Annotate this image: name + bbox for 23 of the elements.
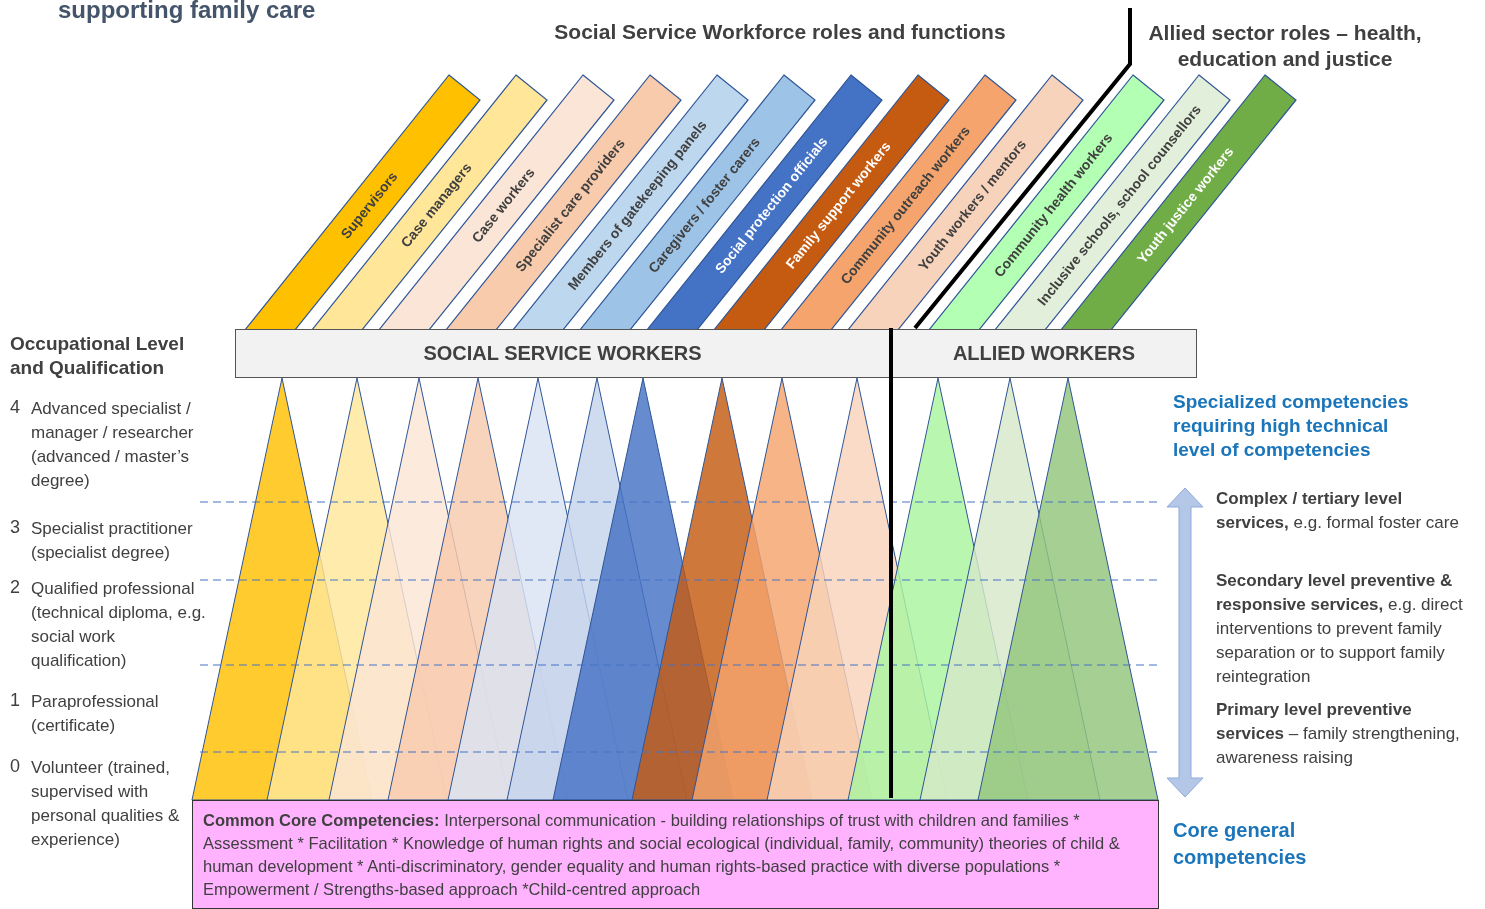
level-description: Paraprofessional (certificate) (31, 691, 160, 737)
group-header: ALLIED WORKERS (891, 329, 1197, 378)
service-level-description: Primary level preventive services – family strengthening, awareness raising (1216, 699, 1461, 769)
axis-heading: Occupational Level and Qualification (10, 332, 186, 380)
axis-caption: Core general competencies (1173, 818, 1308, 870)
service-level-description: Secondary level preventive & responsive services, e.g. direct interventions to prevent family separation or to support family reintegration (1216, 570, 1464, 688)
section-heading: Social Service Workforce roles and functions (553, 20, 1007, 44)
core-competency-panel (192, 800, 1159, 909)
level-number: 1 (10, 690, 21, 711)
level-description: Advanced specialist / manager / researcher (advanced / master’s degree) (31, 398, 195, 492)
level-number: 2 (10, 577, 21, 598)
competency-text: Common Core Competencies: Interpersonal communication - building relationships of trust with children and families * Assessment * Facilitation * Knowledge of human rights and social ecological (individual, family, community) theories of child & human development * Anti-discriminatory, gender equality and human rights-based practice with diverse populations * Empowerment / Strengths-based approach *Child-centred approach (203, 810, 1121, 900)
section-heading: Allied sector roles – health, education and justice (1147, 20, 1423, 72)
level-description: Qualified professional (technical diploma, e.g. social work qualification) (31, 578, 207, 672)
diagram-title: supporting family care (58, 0, 316, 24)
level-number: 4 (10, 397, 21, 418)
group-header: SOCIAL SERVICE WORKERS (235, 329, 890, 378)
level-description: Volunteer (trained, supervised with personal qualities & experience) (31, 757, 181, 851)
level-number: 3 (10, 517, 21, 538)
level-number: 0 (10, 756, 21, 777)
axis-caption: Specialized competencies requiring high technical level of competencies (1173, 390, 1410, 462)
level-description: Specialist practitioner (specialist degree) (31, 518, 194, 564)
service-level-description: Complex / tertiary level services, e.g. formal foster care (1216, 488, 1460, 534)
